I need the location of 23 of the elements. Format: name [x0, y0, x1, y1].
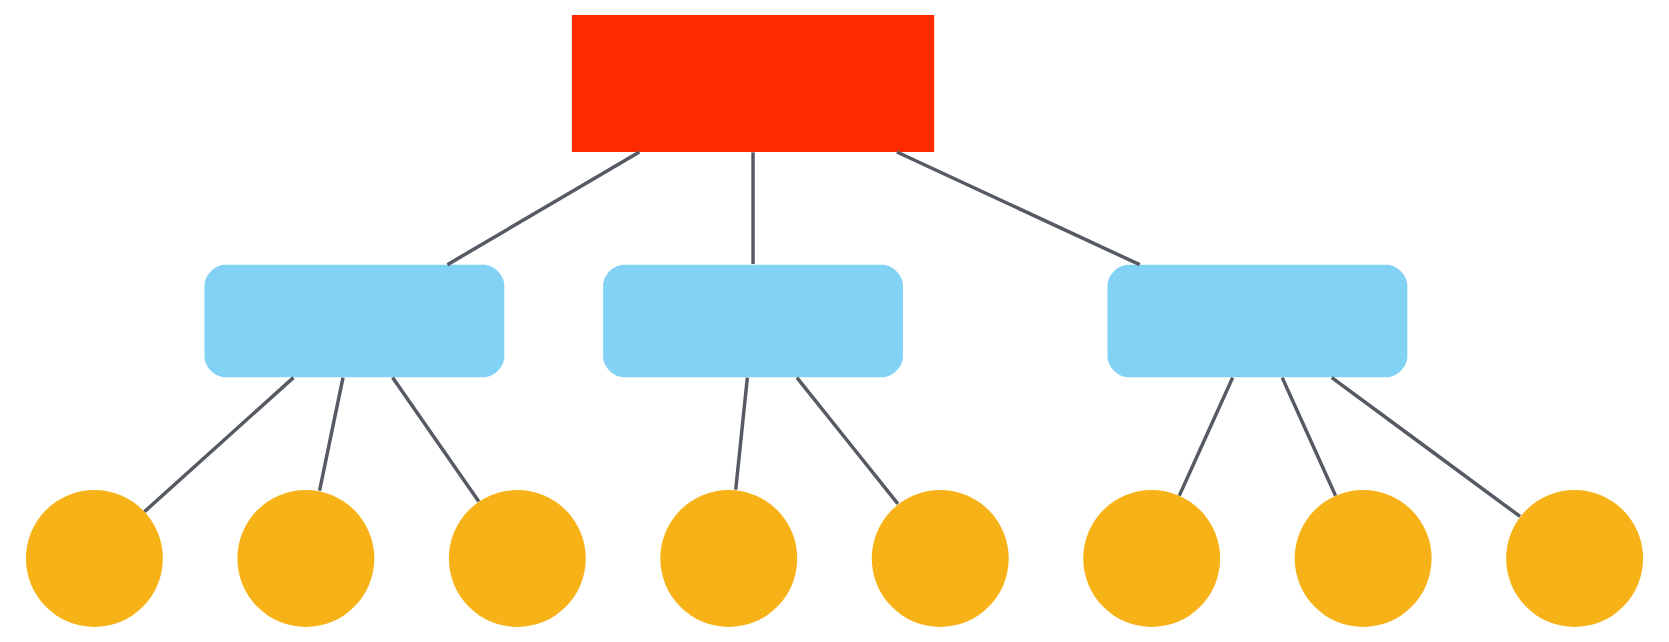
- node-circle: [660, 490, 798, 627]
- connector: [896, 150, 1141, 267]
- connector: [143, 376, 295, 513]
- node-circle: [1506, 490, 1644, 627]
- node-box: [603, 264, 903, 378]
- node-circle: [25, 490, 163, 627]
- connector: [317, 377, 345, 491]
- connector: [795, 376, 900, 505]
- node-circle: [871, 490, 1009, 627]
- connector: [734, 377, 750, 490]
- node-circle: [448, 490, 586, 627]
- node-circle: [1083, 490, 1221, 627]
- connector: [1330, 376, 1522, 518]
- node-circle: [1294, 490, 1432, 627]
- node-box: [204, 264, 505, 378]
- node-box: [571, 15, 935, 152]
- node-circle: [237, 490, 375, 627]
- connector: [1280, 376, 1338, 497]
- connector: [751, 152, 755, 265]
- connector: [1177, 376, 1235, 497]
- connector: [446, 150, 641, 267]
- connector: [391, 376, 481, 503]
- node-box: [1107, 264, 1408, 378]
